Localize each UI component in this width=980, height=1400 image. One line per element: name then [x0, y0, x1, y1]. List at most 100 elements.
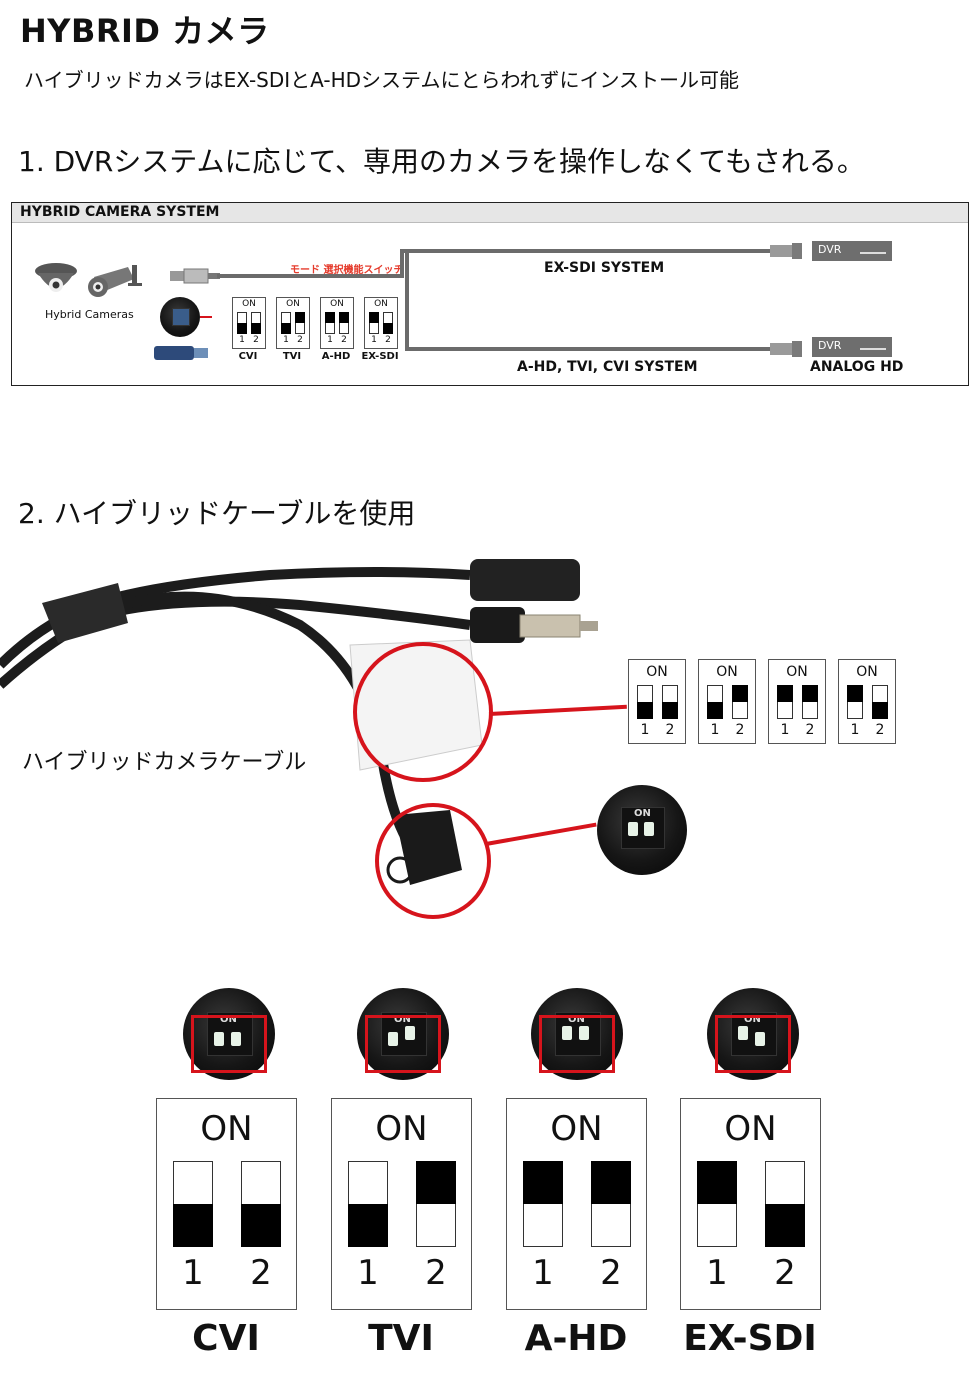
dip-slot-1 [637, 685, 653, 719]
dip-number-2: 2 [251, 335, 261, 345]
dip-on-label: ON [233, 299, 265, 309]
dip-slot-2 [802, 685, 818, 719]
dip-number-2: 2 [416, 1253, 456, 1293]
small-dip-label-cvi: CVI [224, 351, 272, 362]
dip-slot-2 [591, 1161, 631, 1247]
dip-number-2: 2 [591, 1253, 631, 1293]
hybrid-camera-system-diagram: HYBRID CAMERA SYSTEM Hybrid Cameras モード … [11, 202, 969, 386]
dip-slot-1 [369, 312, 379, 334]
dip-number-2: 2 [383, 335, 393, 345]
dip-on-label: ON [332, 1109, 471, 1149]
dip-on-label: ON [365, 299, 397, 309]
dvr-analog-box: DVR [812, 337, 892, 357]
dip-on-label: ON [769, 664, 825, 680]
dip-on-label: ON [321, 299, 353, 309]
hybrid-camera-cable-label: ハイブリッドカメラケーブル [22, 744, 306, 776]
dip-slot-2 [732, 685, 748, 719]
dip-number-2: 2 [241, 1253, 281, 1293]
dip-slot-1 [707, 685, 723, 719]
dip-knob-1-on [523, 1161, 563, 1204]
medium-dip-ex-sdi: ON12 [838, 659, 896, 744]
dip-knob-1-on [369, 312, 379, 323]
page-subtitle: ハイブリッドカメラはEX-SDIとA-HDシステムにとらわれずにインストール可能 [24, 64, 739, 93]
knob-on-label: ON [634, 808, 651, 819]
section-2-heading: 2. ハイブリッドケーブルを使用 [18, 492, 415, 532]
dip-knob-2-on [295, 312, 305, 323]
dip-slot-2 [765, 1161, 805, 1247]
dip-knob-2-off [241, 1204, 281, 1247]
dip-knob-1-off [637, 702, 653, 719]
dip-knob-2-on [802, 685, 818, 702]
knob-highlight-square [191, 1015, 267, 1073]
dip-on-label: ON [629, 664, 685, 680]
dip-slot-2 [416, 1161, 456, 1247]
dip-slot-1 [777, 685, 793, 719]
analog-hd-label: ANALOG HD [810, 359, 903, 375]
dip-on-label: ON [681, 1109, 820, 1149]
dip-number-2: 2 [339, 335, 349, 345]
hybrid-cable-illustration [0, 545, 640, 925]
dip-knob-2-off [662, 702, 678, 719]
plug-highlight-circle [375, 803, 491, 919]
dip-slot-2 [251, 312, 261, 334]
dip-number-1: 1 [697, 1253, 737, 1293]
mode-label-tvi: TVI [311, 1318, 491, 1359]
dip-number-1: 1 [847, 722, 863, 738]
dip-number-2: 2 [765, 1253, 805, 1293]
small-dip-label-a-hd: A-HD [312, 351, 360, 362]
dip-knob-1-off [707, 702, 723, 719]
dip-knob-2-off [383, 323, 393, 334]
dip-on-label: ON [839, 664, 895, 680]
small-dip-label-ex-sdi: EX-SDI [356, 351, 404, 362]
small-dip-a-hd: ON 12 [320, 297, 354, 349]
dip-knob-2-off [872, 702, 888, 719]
dip-number-2: 2 [802, 722, 818, 738]
dip-number-1: 1 [523, 1253, 563, 1293]
dip-number-1: 1 [325, 335, 335, 345]
dip-number-2: 2 [295, 335, 305, 345]
dip-slot-1 [348, 1161, 388, 1247]
dip-knob-2-on [416, 1161, 456, 1204]
knob-highlight-square [365, 1015, 441, 1073]
switch-knob-photo: ON [597, 785, 687, 875]
small-dip-tvi: ON12 [276, 297, 310, 349]
medium-dip-tvi: ON12 [698, 659, 756, 744]
dip-slot-2 [662, 685, 678, 719]
knob-highlight-square [715, 1015, 791, 1073]
dip-slot-1 [325, 312, 335, 334]
dip-on-label: ON [157, 1109, 296, 1149]
switch-label-highlight-circle [353, 642, 493, 782]
dip-on-label: ON [699, 664, 755, 680]
dip-number-1: 1 [369, 335, 379, 345]
dip-slot-1 [523, 1161, 563, 1247]
dip-number-1: 1 [348, 1253, 388, 1293]
dip-knob-1-off [348, 1204, 388, 1247]
knob-highlight-square [539, 1015, 615, 1073]
dip-knob-1-on [777, 685, 793, 702]
dip-slot-1 [237, 312, 247, 334]
dip-slot-2 [872, 685, 888, 719]
dip-slot-1 [847, 685, 863, 719]
dvr-exsdi-slot [860, 252, 886, 254]
knob-photo-a-hd: ON [531, 988, 623, 1080]
dip-number-1: 1 [777, 722, 793, 738]
dip-number-1: 1 [637, 722, 653, 738]
dip-number-2: 2 [662, 722, 678, 738]
dip-knob-1-on [697, 1161, 737, 1204]
dip-slot-2 [295, 312, 305, 334]
dip-knob-1-on [847, 685, 863, 702]
dip-slot-2 [241, 1161, 281, 1247]
dip-slot-1 [173, 1161, 213, 1247]
dip-knob-1-off [237, 323, 247, 334]
dip-slot-1 [281, 312, 291, 334]
dvr-exsdi-box: DVR [812, 241, 892, 261]
dip-number-1: 1 [281, 335, 291, 345]
dvr-analog-slot [860, 348, 886, 350]
